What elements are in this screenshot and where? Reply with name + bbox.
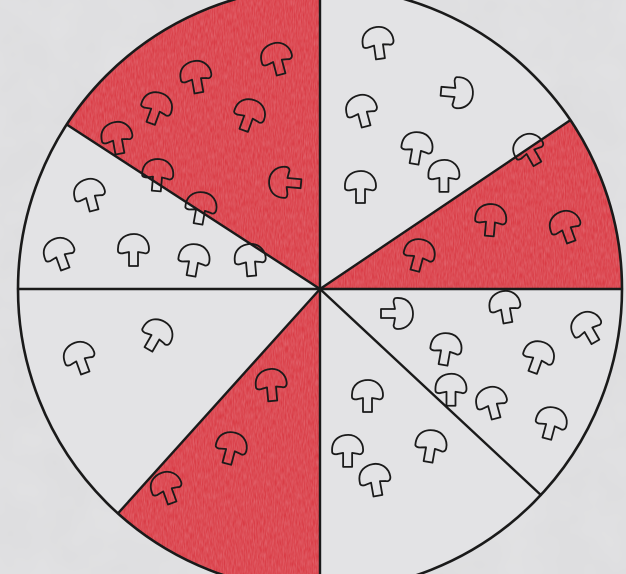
photo-scene (0, 0, 626, 574)
pizza-drawing (0, 0, 626, 574)
